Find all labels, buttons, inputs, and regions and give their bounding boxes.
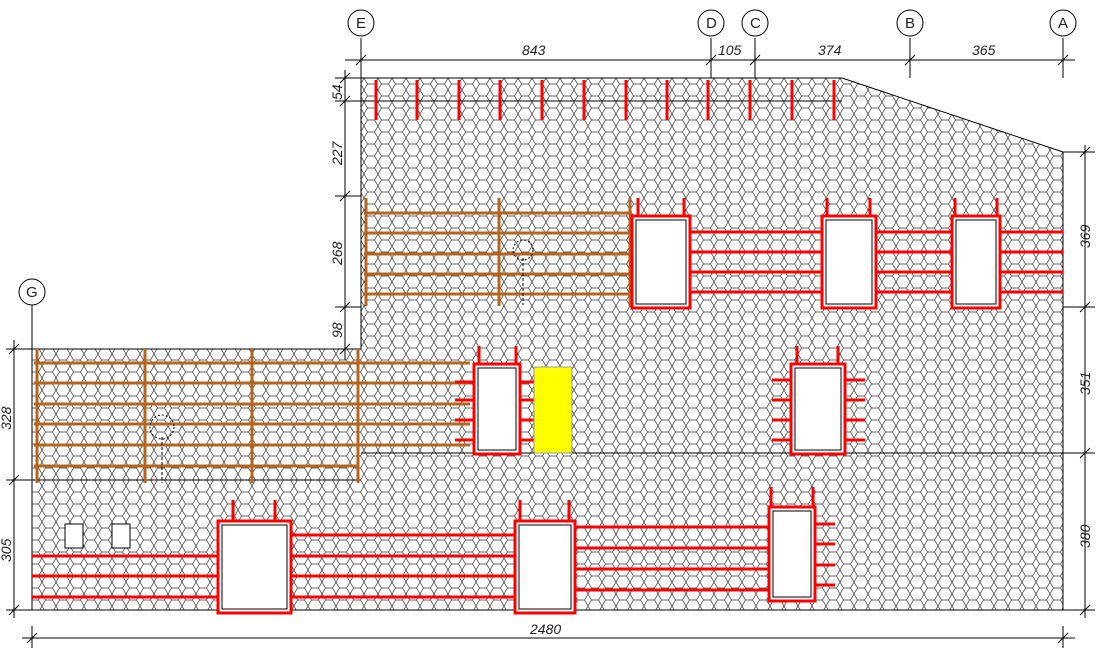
lower-reinforcement-bars	[32, 487, 835, 599]
axis-E: E	[347, 9, 375, 37]
axis-B: B	[896, 9, 924, 37]
dim-left-227: 227	[329, 140, 345, 166]
dim-top-374: 374	[818, 42, 842, 58]
axis-D: D	[697, 9, 725, 37]
dim-right-351: 351	[1077, 372, 1093, 395]
axis-G: G	[18, 278, 46, 349]
point-markers	[149, 239, 534, 483]
svg-text:A: A	[1058, 15, 1068, 32]
dim-left-98: 98	[329, 322, 345, 338]
right-dimension-chain: 369 351 380	[1063, 145, 1095, 618]
dim-left-268: 268	[329, 241, 345, 266]
top-edge-reinforcement	[374, 80, 836, 120]
left-lower-dimension-chain: 328 305	[0, 340, 32, 618]
svg-text:G: G	[26, 284, 38, 301]
axis-C: C	[741, 9, 769, 37]
dim-top-843: 843	[522, 42, 546, 58]
dim-left-54: 54	[329, 84, 345, 100]
svg-text:D: D	[706, 15, 717, 32]
dim-left-328: 328	[0, 406, 14, 430]
dim-top-365: 365	[972, 42, 996, 58]
svg-text:E: E	[356, 15, 366, 32]
upper-reinforcement-bars	[636, 198, 1063, 294]
dim-right-369: 369	[1077, 224, 1093, 248]
lower-timber-framing	[34, 349, 470, 483]
left-upper-dimension-chain: 54 227 268 98	[329, 70, 361, 360]
dim-left-305: 305	[0, 538, 14, 562]
top-dimension-chain: 843 105 374 365	[345, 38, 1075, 78]
dim-right-380: 380	[1077, 524, 1093, 548]
dim-top-105: 105	[718, 42, 742, 58]
svg-text:C: C	[750, 15, 761, 32]
svg-text:B: B	[905, 15, 915, 32]
upper-timber-framing	[364, 198, 632, 306]
middle-openings	[472, 362, 847, 456]
dim-bottom-2480: 2480	[529, 621, 561, 637]
small-boxes	[64, 523, 131, 549]
upper-openings	[630, 214, 1002, 310]
bottom-dimension: 2480	[22, 621, 1075, 648]
lower-openings	[216, 505, 817, 615]
highlighted-element	[533, 366, 573, 454]
axis-A: A	[1049, 9, 1077, 37]
